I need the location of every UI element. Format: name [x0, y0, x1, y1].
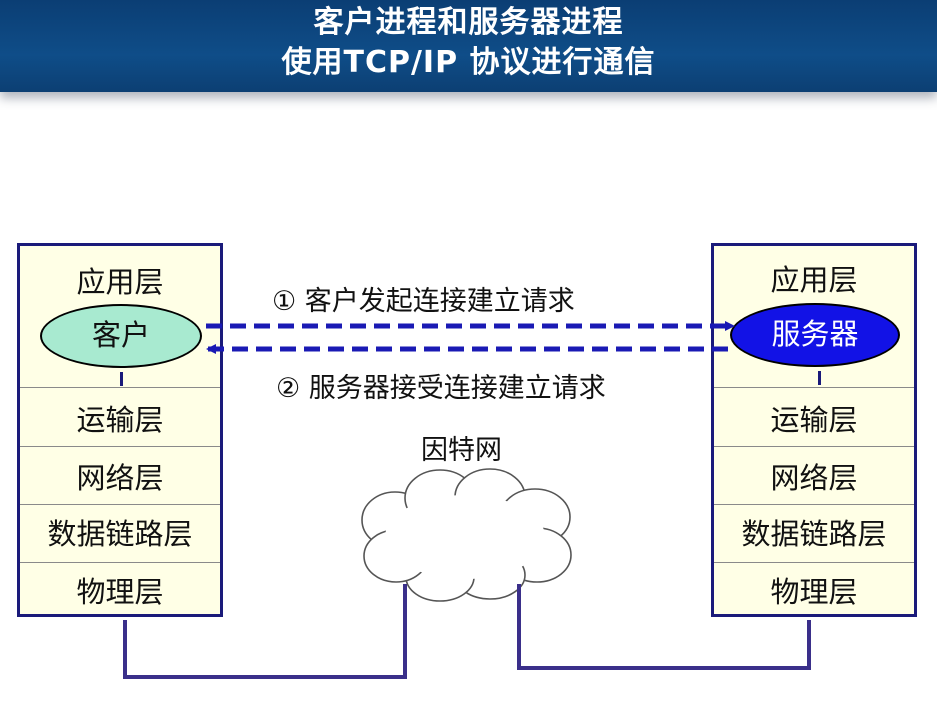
slide-header: 客户进程和服务器进程 使用TCP/IP 协议进行通信	[0, 0, 937, 92]
client-transport-layer: 运输层	[76, 403, 164, 437]
client-divider	[20, 562, 220, 563]
server-physical-layer: 物理层	[770, 575, 858, 609]
server-network-layer: 网络层	[770, 461, 858, 495]
client-application-layer: 应用层	[76, 265, 164, 299]
server-protocol-stack: 应用层 服务器 运输层 网络层 数据链路层 物理层	[711, 243, 917, 617]
request-message: ① 客户发起连接建立请求	[272, 286, 575, 317]
client-network-layer: 网络层	[76, 461, 164, 495]
client-stack-connector	[120, 372, 123, 386]
server-cable	[517, 584, 811, 670]
server-application-layer: 应用层	[770, 263, 858, 297]
client-physical-layer: 物理层	[76, 575, 164, 609]
title-line-1: 客户进程和服务器进程	[313, 5, 624, 40]
client-protocol-stack: 应用层 客户 运输层 网络层 数据链路层 物理层	[17, 243, 223, 617]
client-divider	[20, 387, 220, 388]
client-data-link-layer: 数据链路层	[47, 517, 193, 551]
server-divider	[714, 387, 914, 388]
client-divider	[20, 446, 220, 447]
server-process: 服务器	[730, 303, 900, 367]
server-transport-layer: 运输层	[770, 403, 858, 437]
server-divider	[714, 504, 914, 505]
client-cable	[123, 584, 407, 679]
server-divider	[714, 446, 914, 447]
server-divider	[714, 562, 914, 563]
client-divider	[20, 504, 220, 505]
server-data-link-layer: 数据链路层	[741, 517, 887, 551]
client-process: 客户	[40, 304, 202, 368]
title-line-2: 使用TCP/IP 协议进行通信	[281, 45, 656, 80]
internet-label: 因特网	[421, 435, 502, 466]
server-stack-connector	[818, 371, 821, 385]
accept-message: ② 服务器接受连接建立请求	[276, 373, 606, 404]
cloud-icon	[361, 468, 572, 602]
